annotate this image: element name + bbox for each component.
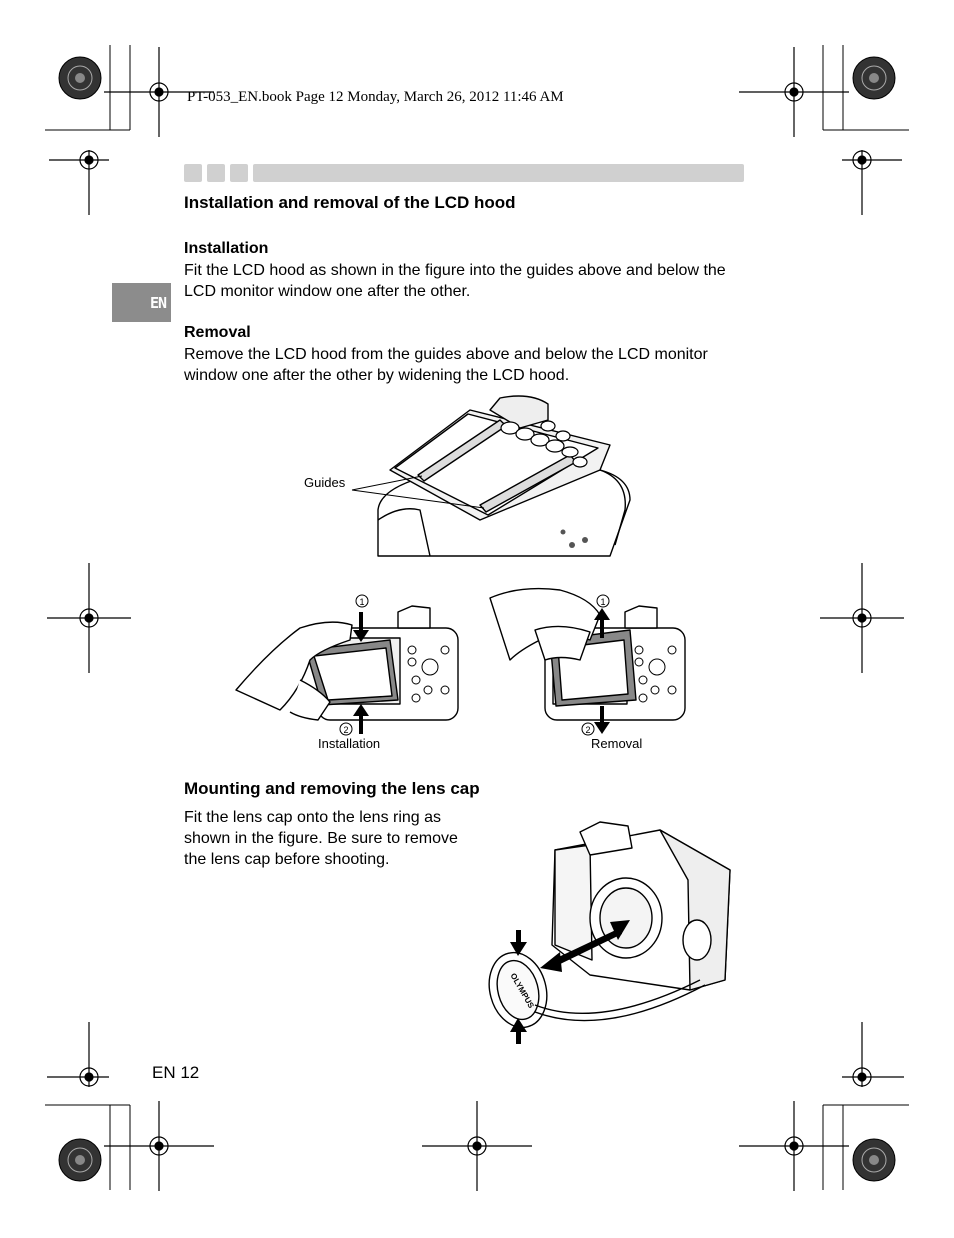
installation-heading: Installation: [184, 240, 269, 257]
crosshair-icon: [739, 1101, 849, 1191]
crosshair-icon: [104, 47, 214, 137]
removal-heading: Removal: [184, 324, 251, 341]
step-marker: 1: [359, 597, 364, 607]
crosshair-icon: [104, 1101, 214, 1191]
registration-star-icon: [58, 56, 102, 100]
section-title-lcd-hood: Installation and removal of the LCD hood: [184, 193, 516, 212]
section-bar-block: [230, 164, 248, 182]
crosshair-icon: [820, 563, 904, 673]
step-marker: 2: [343, 725, 348, 735]
crosshair-icon: [842, 1022, 904, 1087]
crosshair-icon: [422, 1101, 532, 1191]
registration-star-icon: [58, 1138, 102, 1182]
page-number: EN 12: [152, 1063, 200, 1082]
installation-caption: Installation: [318, 736, 381, 751]
crosshair-icon: [47, 563, 131, 673]
guides-label: Guides: [304, 475, 346, 490]
section-bar: [253, 164, 744, 182]
removal-caption: Removal: [591, 736, 643, 751]
step-marker: 1: [600, 597, 605, 607]
crosshair-icon: [47, 1022, 109, 1087]
registration-star-icon: [852, 1138, 896, 1182]
installation-text: Fit the LCD hood as shown in the figure …: [184, 262, 726, 300]
removal-text: Remove the LCD hood from the guides abov…: [184, 346, 708, 384]
section-bar-block: [207, 164, 225, 182]
crosshair-icon: [739, 47, 849, 137]
section-bar-block: [184, 164, 202, 182]
lens-cap-text: Fit the lens cap onto the lens ring as s…: [184, 809, 458, 868]
step-marker: 2: [585, 725, 590, 735]
print-header: PT-053_EN.book Page 12 Monday, March 26,…: [187, 89, 564, 105]
crosshair-icon: [49, 150, 109, 215]
crosshair-icon: [842, 150, 902, 215]
section-title-lens-cap: Mounting and removing the lens cap: [184, 779, 480, 798]
language-tab: EN: [112, 283, 171, 322]
registration-star-icon: [852, 56, 896, 100]
